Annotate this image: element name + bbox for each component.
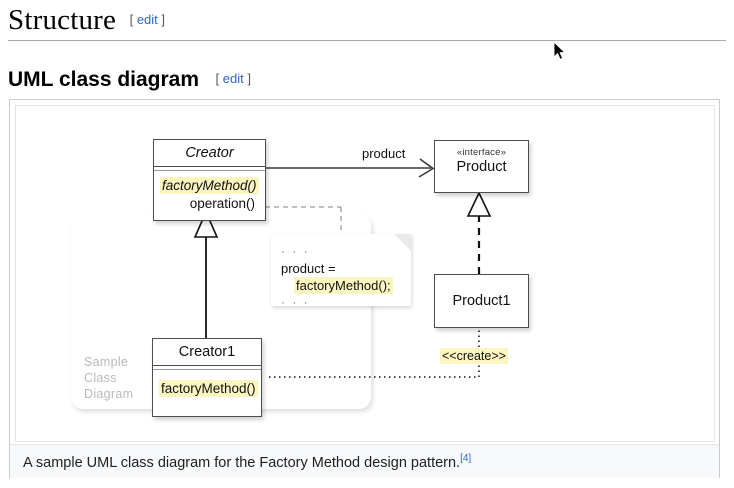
edit-section-link-wrapper: [ edit ] [130, 12, 165, 27]
figure-caption: A sample UML class diagram for the Facto… [10, 444, 719, 478]
uml-class-product1[interactable]: Product1 [434, 274, 529, 328]
uml-class-creator-name: Creator [185, 145, 234, 161]
edit-link-uml-class-diagram[interactable]: edit [222, 71, 244, 86]
bracket-close: ] [247, 71, 251, 86]
uml-class-creator-operations: factoryMethod() operation() [154, 171, 265, 219]
note-line-1: product = [281, 261, 336, 276]
subsection-heading-uml-class-diagram: UML class diagram [ edit ] [8, 68, 251, 92]
note-fold-corner [394, 234, 411, 251]
uml-class-product[interactable]: «interface» Product [434, 140, 529, 193]
watermark-line-1: Sample [84, 355, 129, 369]
watermark-line-2: Class [84, 371, 117, 385]
association-creator-product [264, 158, 435, 178]
uml-class-product-name: Product [456, 159, 507, 175]
uml-class-product1-name: Product1 [452, 293, 511, 309]
note-line-2: factoryMethod(); [294, 277, 393, 294]
diagram-image[interactable]: Sample Class Diagram [15, 105, 715, 442]
edit-link-structure[interactable]: edit [136, 12, 158, 27]
figure-caption-text: A sample UML class diagram for the Facto… [23, 454, 461, 471]
bracket-open: [ [215, 71, 220, 86]
uml-diagram-canvas: Sample Class Diagram [16, 106, 714, 441]
uml-class-creator1-separator [153, 365, 261, 370]
watermark-line-3: Diagram [84, 387, 134, 401]
mouse-cursor [553, 41, 566, 61]
uml-class-creator-separator [154, 166, 265, 171]
section-heading-structure: Structure [ edit ] [8, 4, 726, 41]
bracket-close: ] [161, 12, 166, 27]
page-title: Structure [8, 4, 117, 36]
edge-label-product: product [362, 146, 406, 161]
uml-class-creator1-operations: factoryMethod() [153, 370, 261, 404]
uml-class-creator1-name: Creator1 [178, 344, 236, 360]
uml-operation-factorymethod-impl: factoryMethod() [159, 380, 258, 397]
uml-note-product-assignment[interactable]: · · · product = factoryMethod(); · · · [271, 234, 411, 309]
reference-link-4[interactable]: [4] [460, 453, 472, 464]
bracket-open: [ [129, 12, 134, 27]
uml-operation-operation: operation() [189, 196, 255, 211]
realization-product1-product [466, 191, 492, 274]
watermark-label: Sample Class Diagram [84, 354, 133, 402]
uml-operation-factorymethod-abstract: factoryMethod() [160, 177, 259, 194]
figure-container: Sample Class Diagram [9, 99, 720, 478]
edit-subsection-link-wrapper: [ edit ] [215, 71, 250, 86]
note-dots-top: · · · [281, 244, 310, 258]
uml-class-creator[interactable]: Creator factoryMethod() operation() [153, 139, 266, 221]
uml-class-creator1[interactable]: Creator1 factoryMethod() [152, 338, 262, 417]
note-dots-bottom: · · · [281, 295, 310, 309]
uml-class-product-stereotype: «interface» [456, 147, 507, 158]
subsection-title: UML class diagram [8, 68, 200, 91]
edge-label-create: <<create>> [440, 348, 508, 364]
